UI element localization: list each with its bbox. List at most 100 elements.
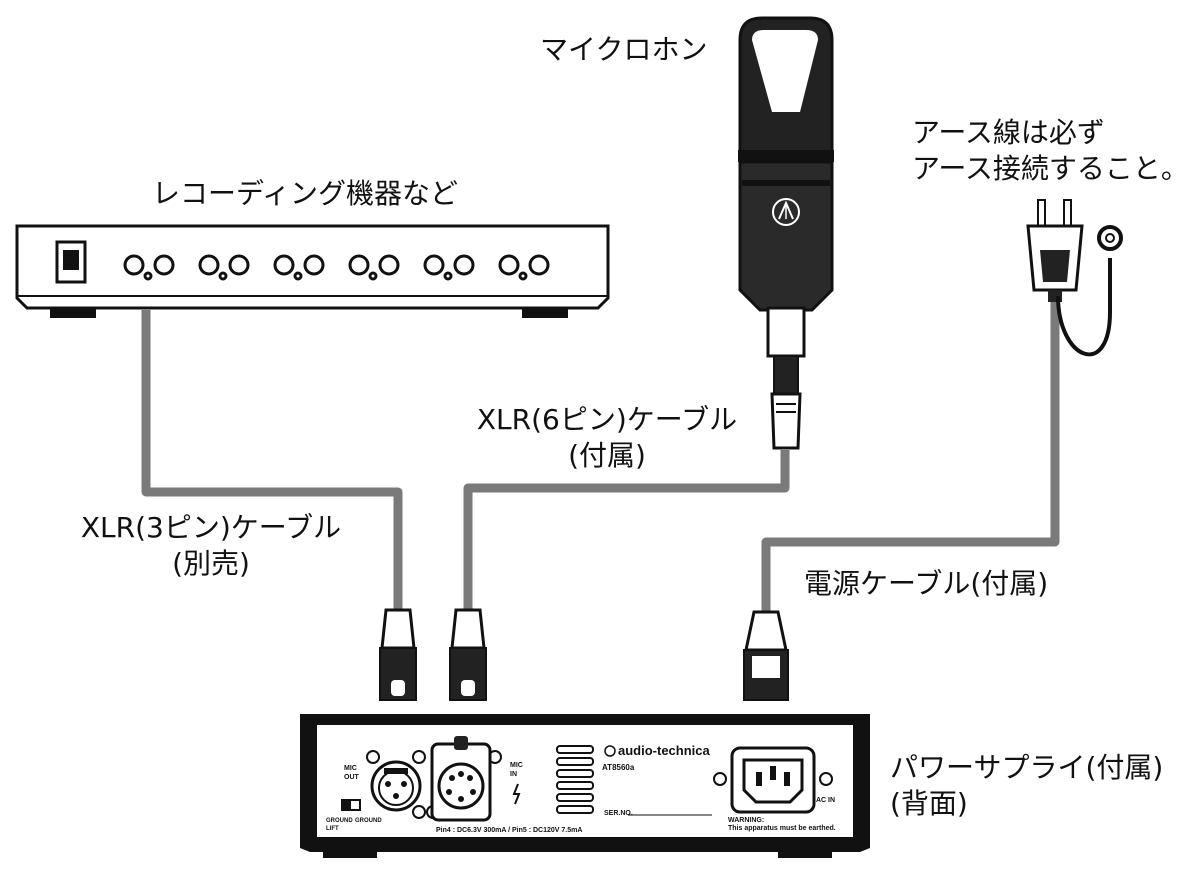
vent-slot (556, 781, 594, 790)
plug-face (752, 656, 780, 678)
knob-dot (143, 271, 153, 281)
screw-icon (713, 772, 727, 786)
ground-lift-switch-slider (343, 801, 351, 809)
brand-logo-icon (604, 745, 616, 757)
power-supply-note: (背面) (890, 787, 968, 820)
earth-terminal-hole (1105, 233, 1115, 243)
jack-latch (454, 736, 468, 750)
jack-ring (437, 762, 485, 810)
jack-pin (458, 771, 464, 777)
ground-label: GROUND (326, 818, 353, 824)
vent-slot (556, 805, 594, 814)
ac-in-label: AC IN (816, 797, 835, 804)
earth-wire (1056, 258, 1112, 357)
recorder-label: レコーディング機器など (152, 177, 459, 210)
knob (378, 254, 400, 276)
jack-pin (467, 775, 473, 781)
knob-dot (218, 271, 228, 281)
mic-xlr-plug (770, 392, 802, 450)
recorder-knobs (123, 254, 550, 281)
knob (228, 254, 250, 276)
jack-latch (384, 768, 408, 774)
plug-boot (744, 610, 788, 652)
knob (348, 254, 370, 276)
plug-window (461, 680, 475, 696)
jack-pin (449, 775, 455, 781)
pin-info: Pin4 : DC6.3V 300mA / Pin5 : DC120V 7.5m… (436, 827, 582, 834)
brand-logo: audio-technica (618, 743, 711, 758)
mic-in-jack (430, 736, 492, 822)
knob (198, 254, 220, 276)
vent-slots (556, 745, 594, 814)
jack-pin (446, 789, 452, 795)
screw-icon (412, 805, 426, 819)
jack-pin (385, 781, 391, 787)
power-supply-label: パワーサプライ(付属) (890, 751, 1164, 784)
screw-icon (819, 772, 833, 786)
mic-grille-highlight (752, 30, 818, 112)
plug-boot (450, 608, 486, 650)
xlr3-plug (379, 608, 417, 701)
mic-out-jack (370, 760, 422, 812)
knob (303, 254, 325, 276)
knob (498, 254, 520, 276)
knob (453, 254, 475, 276)
knob (528, 254, 550, 276)
knob (423, 254, 445, 276)
mic-out-label-2: OUT (344, 774, 360, 781)
xlr6-cable-label: XLR(6ピン)ケーブル (476, 403, 738, 436)
recorder-power-switch (55, 240, 87, 284)
lightning-icon (512, 783, 521, 805)
vent-slot (556, 757, 594, 766)
jack-pin (470, 789, 476, 795)
recorder-power-switch-rocker (63, 250, 79, 270)
vent-slot (556, 793, 594, 802)
plug-window (391, 680, 405, 696)
mic-connector (773, 355, 799, 395)
jack-face (378, 770, 414, 806)
inlet-pin (756, 772, 762, 786)
mic-neck (766, 306, 806, 358)
mic-ring (742, 180, 830, 186)
knob-dot (518, 271, 528, 281)
mic-in-label-1: MIC (510, 762, 523, 769)
power-cable (761, 300, 1060, 614)
mic-body (738, 160, 834, 312)
inlet-socket (742, 758, 804, 804)
warning-text: This apparatus must be earthed. (728, 825, 836, 832)
ground-label-2: GROUND (355, 818, 382, 824)
xlr3-cable-note: (別売) (172, 547, 250, 580)
mic-in-label-2: IN (510, 771, 517, 778)
earth-note-line2: アース接続すること。 (912, 152, 1189, 185)
inlet-pin (770, 766, 776, 780)
warning-title: WARNING: (728, 817, 764, 824)
vent-slot (556, 769, 594, 778)
mic-out-label-1: MIC (344, 765, 357, 772)
knob (123, 254, 145, 276)
knob-dot (443, 271, 453, 281)
jack-pin (401, 781, 407, 787)
iec-power-plug (743, 610, 789, 701)
model-label: AT8560a (602, 763, 635, 772)
lift-label: LIFT (326, 826, 339, 832)
recording-device (15, 224, 610, 318)
knob-dot (293, 271, 303, 281)
cable-connectors (379, 608, 789, 701)
screw-icon (366, 750, 380, 764)
plug-prong-right (1063, 199, 1072, 227)
knob-dot (368, 271, 378, 281)
xlr6-cable-note: (付属) (568, 439, 646, 472)
xlr3-cable-label: XLR(3ピン)ケーブル (80, 511, 342, 544)
power-cable-label: 電源ケーブル(付属) (804, 567, 1049, 600)
cables (141, 300, 1060, 614)
inlet-pin (784, 772, 790, 786)
plug-prong-left (1037, 199, 1046, 227)
jack-pin (458, 796, 464, 802)
xlr3-cable (141, 310, 403, 612)
plug-grip (1040, 250, 1070, 282)
knob (153, 254, 175, 276)
plug-boot (380, 608, 416, 650)
ac-inlet (730, 746, 816, 814)
xlr6-plug (449, 608, 487, 701)
